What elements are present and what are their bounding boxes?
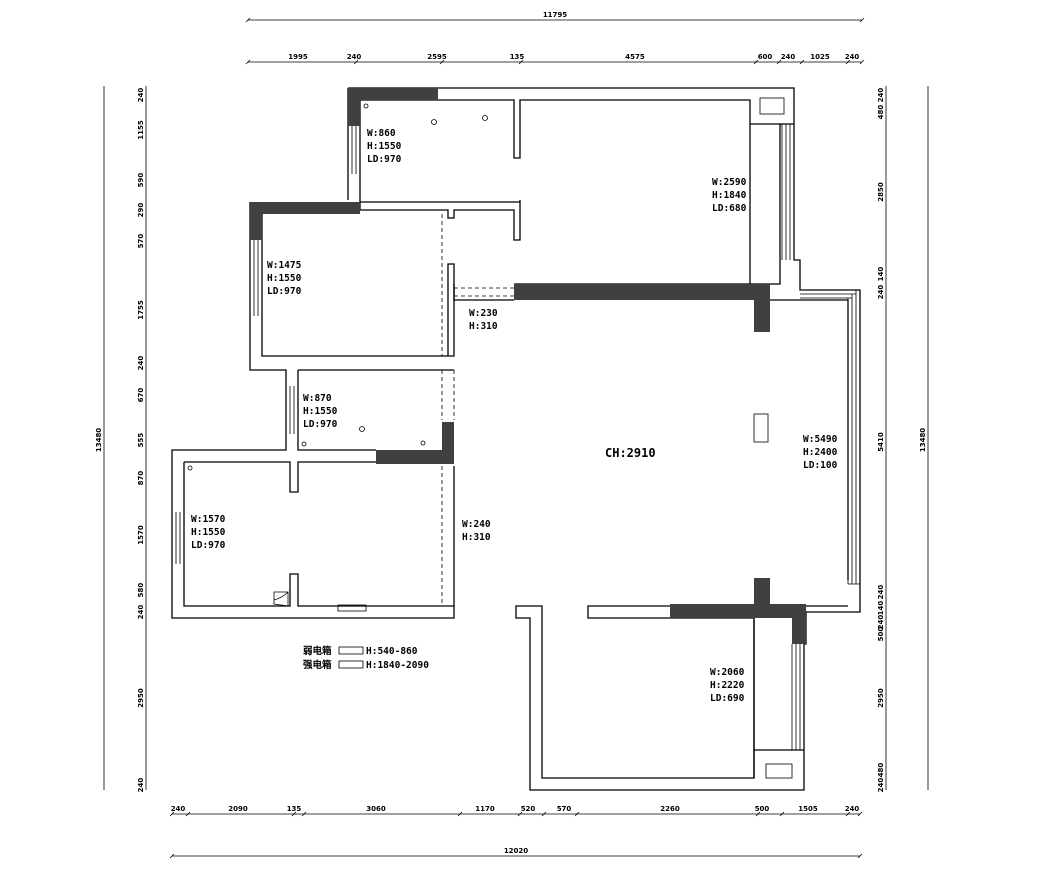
tv-cabinet-icon [753,413,769,443]
right-dimension: 500 [877,627,885,642]
socket-icon [187,465,193,471]
right-dimension: 480 [877,105,885,120]
right-dimension-labels: 480 240 2850 140 240 5410 240 140 500 24… [877,88,885,793]
left-dimension: 1155 [137,120,145,140]
bottom-dimension: 1505 [798,805,818,813]
left-dimension: 555 [137,433,145,448]
socket-icon [420,440,426,446]
right-dimension: 2850 [877,182,885,202]
dimension-lines: 11795 1995 240 2595 135 4575 600 240 102… [95,11,929,859]
ceiling-height-label: CH:2910 [605,446,656,460]
left-dimension: 1755 [137,300,145,320]
socket-icon [431,119,437,125]
room-label: W:1475 H:1550 LD:970 [267,260,307,297]
room-label: W:870 H:1550 LD:970 [303,393,343,430]
top-dimension: 600 [758,53,773,61]
left-total-dimension: 13480 [95,428,103,452]
top-dimension: 4575 [625,53,645,61]
left-dimension: 240 [137,778,145,793]
top-dimension: 240 [845,53,860,61]
bottom-dimension: 2260 [660,805,680,813]
bottom-dimension: 2090 [228,805,248,813]
right-total-dimension: 13480 [919,428,927,452]
socket-icon [359,426,365,432]
top-dimension: 1995 [288,53,308,61]
room-label: W:2060 H:2220 LD:690 [710,667,750,704]
top-dimension: 240 [781,53,796,61]
right-dimension: 240 [877,88,885,103]
left-dimension: 2950 [137,688,145,708]
bottom-dimension: 240 [171,805,186,813]
bottom-dimension: 570 [557,805,572,813]
bottom-dimension: 135 [287,805,302,813]
legend: 弱电箱 H:540-860 强电箱 H:1840-2090 [303,645,429,671]
bottom-dimension: 500 [755,805,770,813]
ac-unit-icon [765,763,793,779]
bottom-total-dimension: 12020 [504,847,528,855]
right-dimension: 140 [877,601,885,616]
right-dimension: 2950 [877,688,885,708]
top-dimension: 1025 [810,53,830,61]
openings [441,214,514,606]
fixtures [187,97,793,779]
left-dimension: 290 [137,203,145,218]
legend-item-range: H:540-860 [366,646,418,657]
legend-swatch [338,660,364,669]
structural-walls [250,88,806,644]
left-dimension: 1570 [137,525,145,545]
bottom-dimension: 520 [521,805,536,813]
left-dimension: 240 [137,356,145,371]
right-dimension: 240 [877,585,885,600]
left-dimension: 240 [137,88,145,103]
right-dimension: 5410 [877,432,885,452]
room-label: W:1570 H:1550 LD:970 [191,514,231,551]
legend-item-range: H:1840-2090 [366,660,429,671]
left-dimension: 580 [137,583,145,598]
room-label: W:2590 H:1840 LD:680 [712,177,752,214]
socket-icon [301,441,307,447]
socket-icon [363,103,369,109]
door-swing-icon [273,591,289,607]
left-dimension: 240 [137,605,145,620]
walls [171,87,861,791]
top-dimension: 2595 [427,53,447,61]
ac-unit-icon [759,97,785,115]
right-dimension: 480 [877,763,885,778]
room-label: W:860 H:1550 LD:970 [367,128,407,165]
windows [171,124,861,750]
electrical-box-icon [337,604,367,612]
left-dimension: 590 [137,173,145,188]
bottom-dimension: 240 [845,805,860,813]
top-dimension: 240 [347,53,362,61]
bottom-dimension: 3060 [366,805,386,813]
room-label: W:230 H:310 [469,308,503,332]
left-dimension: 570 [137,234,145,249]
legend-swatch [338,646,364,655]
right-dimension: 240 [877,615,885,630]
right-dimension: 240 [877,285,885,300]
room-label: W:5490 H:2400 LD:100 [803,434,843,471]
bottom-dimension: 1170 [475,805,495,813]
room-label: W:240 H:310 [462,519,496,543]
legend-item-name: 强电箱 [303,659,332,671]
left-dimension-labels: 240 1155 590 290 570 1755 240 670 555 87… [137,88,145,793]
right-dimension: 240 [877,778,885,793]
legend-item-name: 弱电箱 [303,645,332,657]
room-labels: W:860 H:1550 LD:970 W:2590 H:1840 LD:680… [191,128,843,704]
socket-icon [482,115,488,121]
left-dimension: 870 [137,471,145,486]
right-dimension: 140 [877,267,885,282]
top-dimension: 135 [510,53,525,61]
left-dimension: 670 [137,388,145,403]
top-total-dimension: 11795 [543,11,567,19]
